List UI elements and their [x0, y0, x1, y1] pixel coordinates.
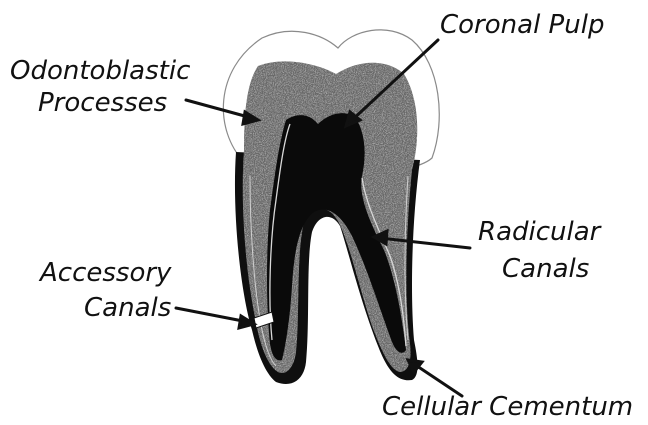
- label-cellular-cementum: Cellular Cementum: [382, 392, 633, 422]
- label-radicular-canals-line2: Canals: [502, 254, 589, 284]
- label-radicular-canals-line1: Radicular: [478, 217, 600, 247]
- label-odontoblastic-processes-line2: Processes: [38, 88, 167, 118]
- label-accessory-canals-line1: Accessory: [40, 258, 171, 288]
- arrow-accessory: [176, 308, 248, 322]
- label-accessory-canals-line2: Canals: [84, 293, 171, 323]
- label-coronal-pulp: Coronal Pulp: [440, 10, 604, 40]
- label-odontoblastic-processes-line1: Odontoblastic: [10, 56, 190, 86]
